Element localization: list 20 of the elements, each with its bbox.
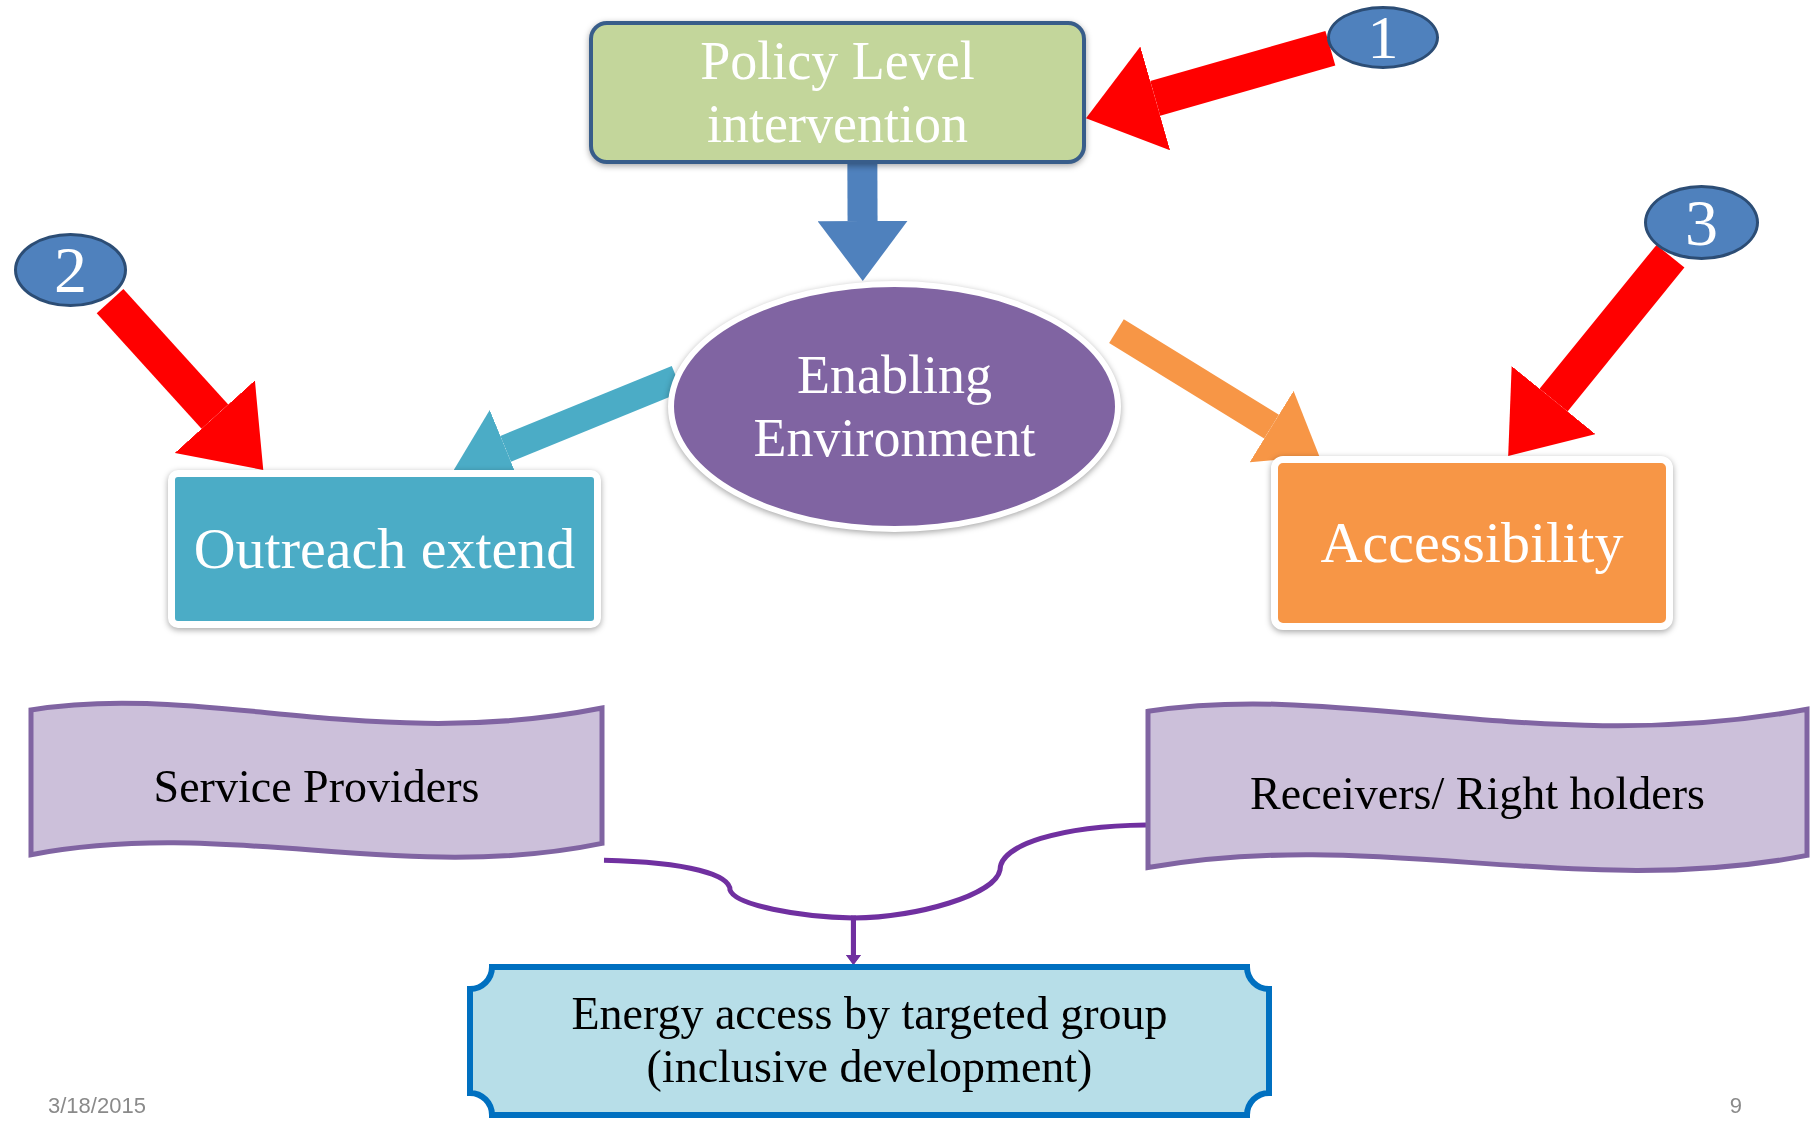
page-number: 9 (1729, 1093, 1742, 1119)
node-label: Outreach extend (192, 515, 577, 583)
connector-arrow (845, 822, 1147, 965)
block-arrow (96, 288, 264, 470)
block-arrow (817, 163, 908, 281)
block-arrow (1109, 319, 1320, 463)
step-number: 2 (53, 232, 88, 308)
node-label: Accessibility (1319, 509, 1625, 577)
node-label: Energy access by targeted group (inclusive development) (570, 988, 1169, 1094)
node-label: Receivers/ Right holders (1249, 768, 1706, 821)
node-label: Enabling Environment (752, 344, 1037, 469)
step-number: 1 (1366, 1, 1400, 73)
plaque-box (468, 965, 1271, 1117)
date-text: 3/18/2015 (48, 1093, 146, 1119)
node-label: Service Providers (152, 760, 481, 814)
process-box (589, 21, 1086, 164)
block-arrow (1086, 30, 1336, 151)
block-arrow (1508, 244, 1685, 456)
step-number: 3 (1684, 184, 1719, 261)
node-label: Policy Level intervention (699, 30, 976, 155)
